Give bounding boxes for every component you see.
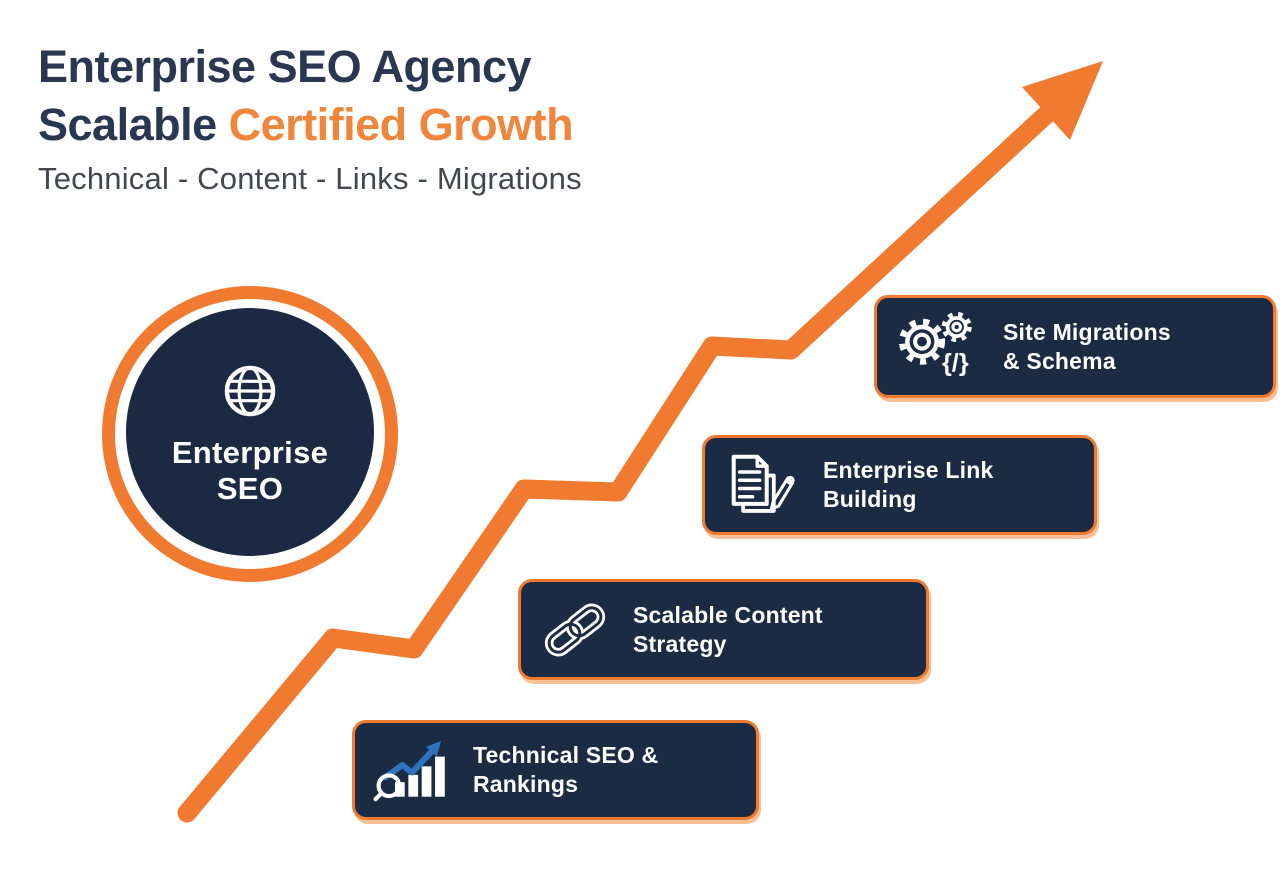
page-title-line2-accent: Certified Growth [228, 99, 574, 150]
header: Enterprise SEO Agency Scalable Certified… [38, 38, 582, 197]
hub-enterprise-seo: Enterprise SEO [102, 286, 398, 582]
step-link-building: Enterprise Link Building [702, 435, 1097, 535]
step-label: Technical SEO & Rankings [473, 742, 659, 797]
step-label: Site Migrations & Schema [1003, 318, 1171, 374]
hub-label: Enterprise SEO [171, 435, 329, 506]
code-glyph: {/} [942, 349, 969, 377]
document-pencil-icon [723, 452, 801, 518]
hub-white-ring: Enterprise SEO [115, 299, 385, 569]
chain-link-icon [539, 596, 611, 664]
page-title-line2: Scalable Certified Growth [38, 96, 582, 154]
page-title-line1: Enterprise SEO Agency [38, 41, 532, 92]
page-subtitle: Technical - Content - Links - Migrations [38, 161, 582, 196]
step-site-migrations: {/} Site Migrations & Schema [874, 295, 1276, 398]
gears-code-icon: {/} [895, 311, 981, 383]
page-title-line2-dark: Scalable [38, 99, 229, 150]
step-label: Enterprise Link Building [823, 457, 994, 512]
bar-chart-trend-icon [373, 736, 451, 804]
growth-arrow-head [1022, 61, 1103, 140]
hub-core: Enterprise SEO [126, 308, 374, 556]
step-label: Scalable Content Strategy [633, 601, 823, 657]
step-technical-seo: Technical SEO & Rankings [352, 720, 759, 820]
growth-arrow-shaft [177, 103, 1058, 823]
step-scalable-content: Scalable Content Strategy [518, 579, 929, 680]
globe-icon [216, 357, 284, 425]
